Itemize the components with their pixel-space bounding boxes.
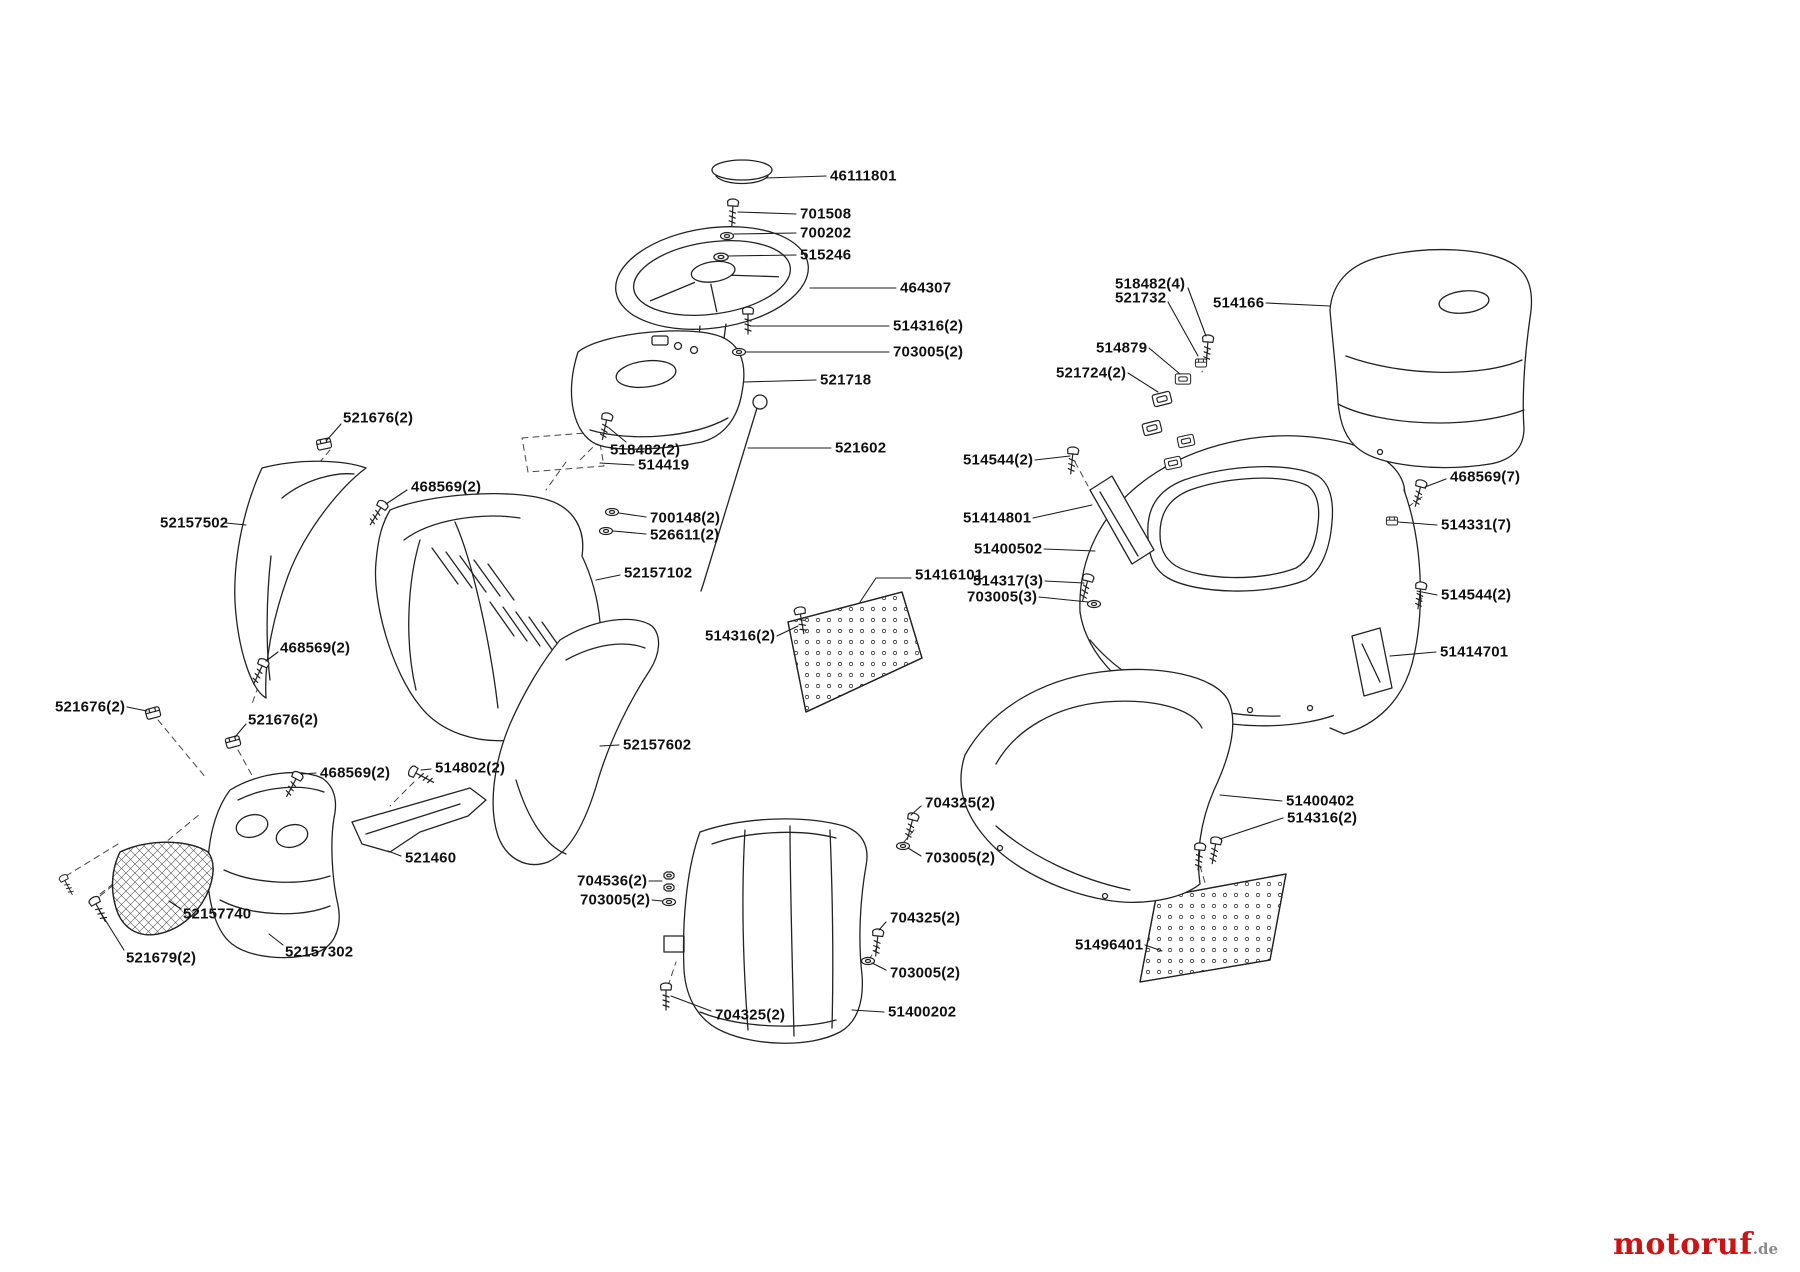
watermark: motoruf.de (1613, 1227, 1778, 1262)
rear-lower-panel (663, 818, 868, 1044)
screw-icon (1206, 835, 1223, 866)
washer-icon (604, 507, 620, 517)
left-footrest-plate (787, 591, 923, 713)
nut-icon (663, 871, 675, 880)
washer-icon (895, 841, 911, 851)
rear-body-panel (960, 668, 1234, 903)
screw-icon (1200, 334, 1215, 363)
right-footrest-plate (1139, 873, 1287, 983)
dashboard-console (571, 330, 745, 450)
clip-icon (1194, 358, 1208, 368)
dipstick-rod (700, 394, 768, 592)
nut-icon (663, 883, 675, 892)
clip-icon (1385, 516, 1399, 526)
leader-lines (98, 175, 1447, 1013)
seat (1329, 248, 1533, 469)
support-bracket (351, 787, 487, 853)
watermark-brand: motoruf (1613, 1227, 1753, 1262)
slot-clip-icon (1141, 419, 1163, 437)
screw-icon (869, 927, 885, 958)
screw-icon (57, 872, 77, 898)
washer-icon (719, 231, 735, 241)
front-cowl (207, 772, 340, 959)
slot-clip-icon (1176, 433, 1196, 449)
screw-icon (659, 982, 673, 1011)
washer-icon (1086, 599, 1102, 609)
watermark-tld: .de (1752, 1240, 1778, 1258)
fender-trim-strip (1089, 475, 1155, 565)
screw-icon (725, 198, 740, 227)
steering-assembly (615, 159, 809, 379)
rear-right-bracket (1351, 627, 1393, 697)
clip-icon (224, 734, 242, 750)
clip-icon (144, 705, 162, 721)
washer-icon (598, 526, 614, 536)
screw-icon (406, 764, 437, 788)
washer-icon (713, 252, 729, 262)
washer-icon (661, 897, 677, 907)
clip-icon (315, 437, 333, 451)
slot-clip-icon (1174, 373, 1192, 385)
left-side-panel (234, 460, 367, 699)
screw-icon (1064, 445, 1080, 476)
front-bumper-grille (111, 841, 214, 936)
rear-fender (1079, 435, 1422, 735)
slot-clip-icon (1151, 390, 1173, 408)
screw-icon (901, 811, 921, 842)
washer-icon (731, 347, 747, 357)
right-side-panel (492, 618, 660, 866)
